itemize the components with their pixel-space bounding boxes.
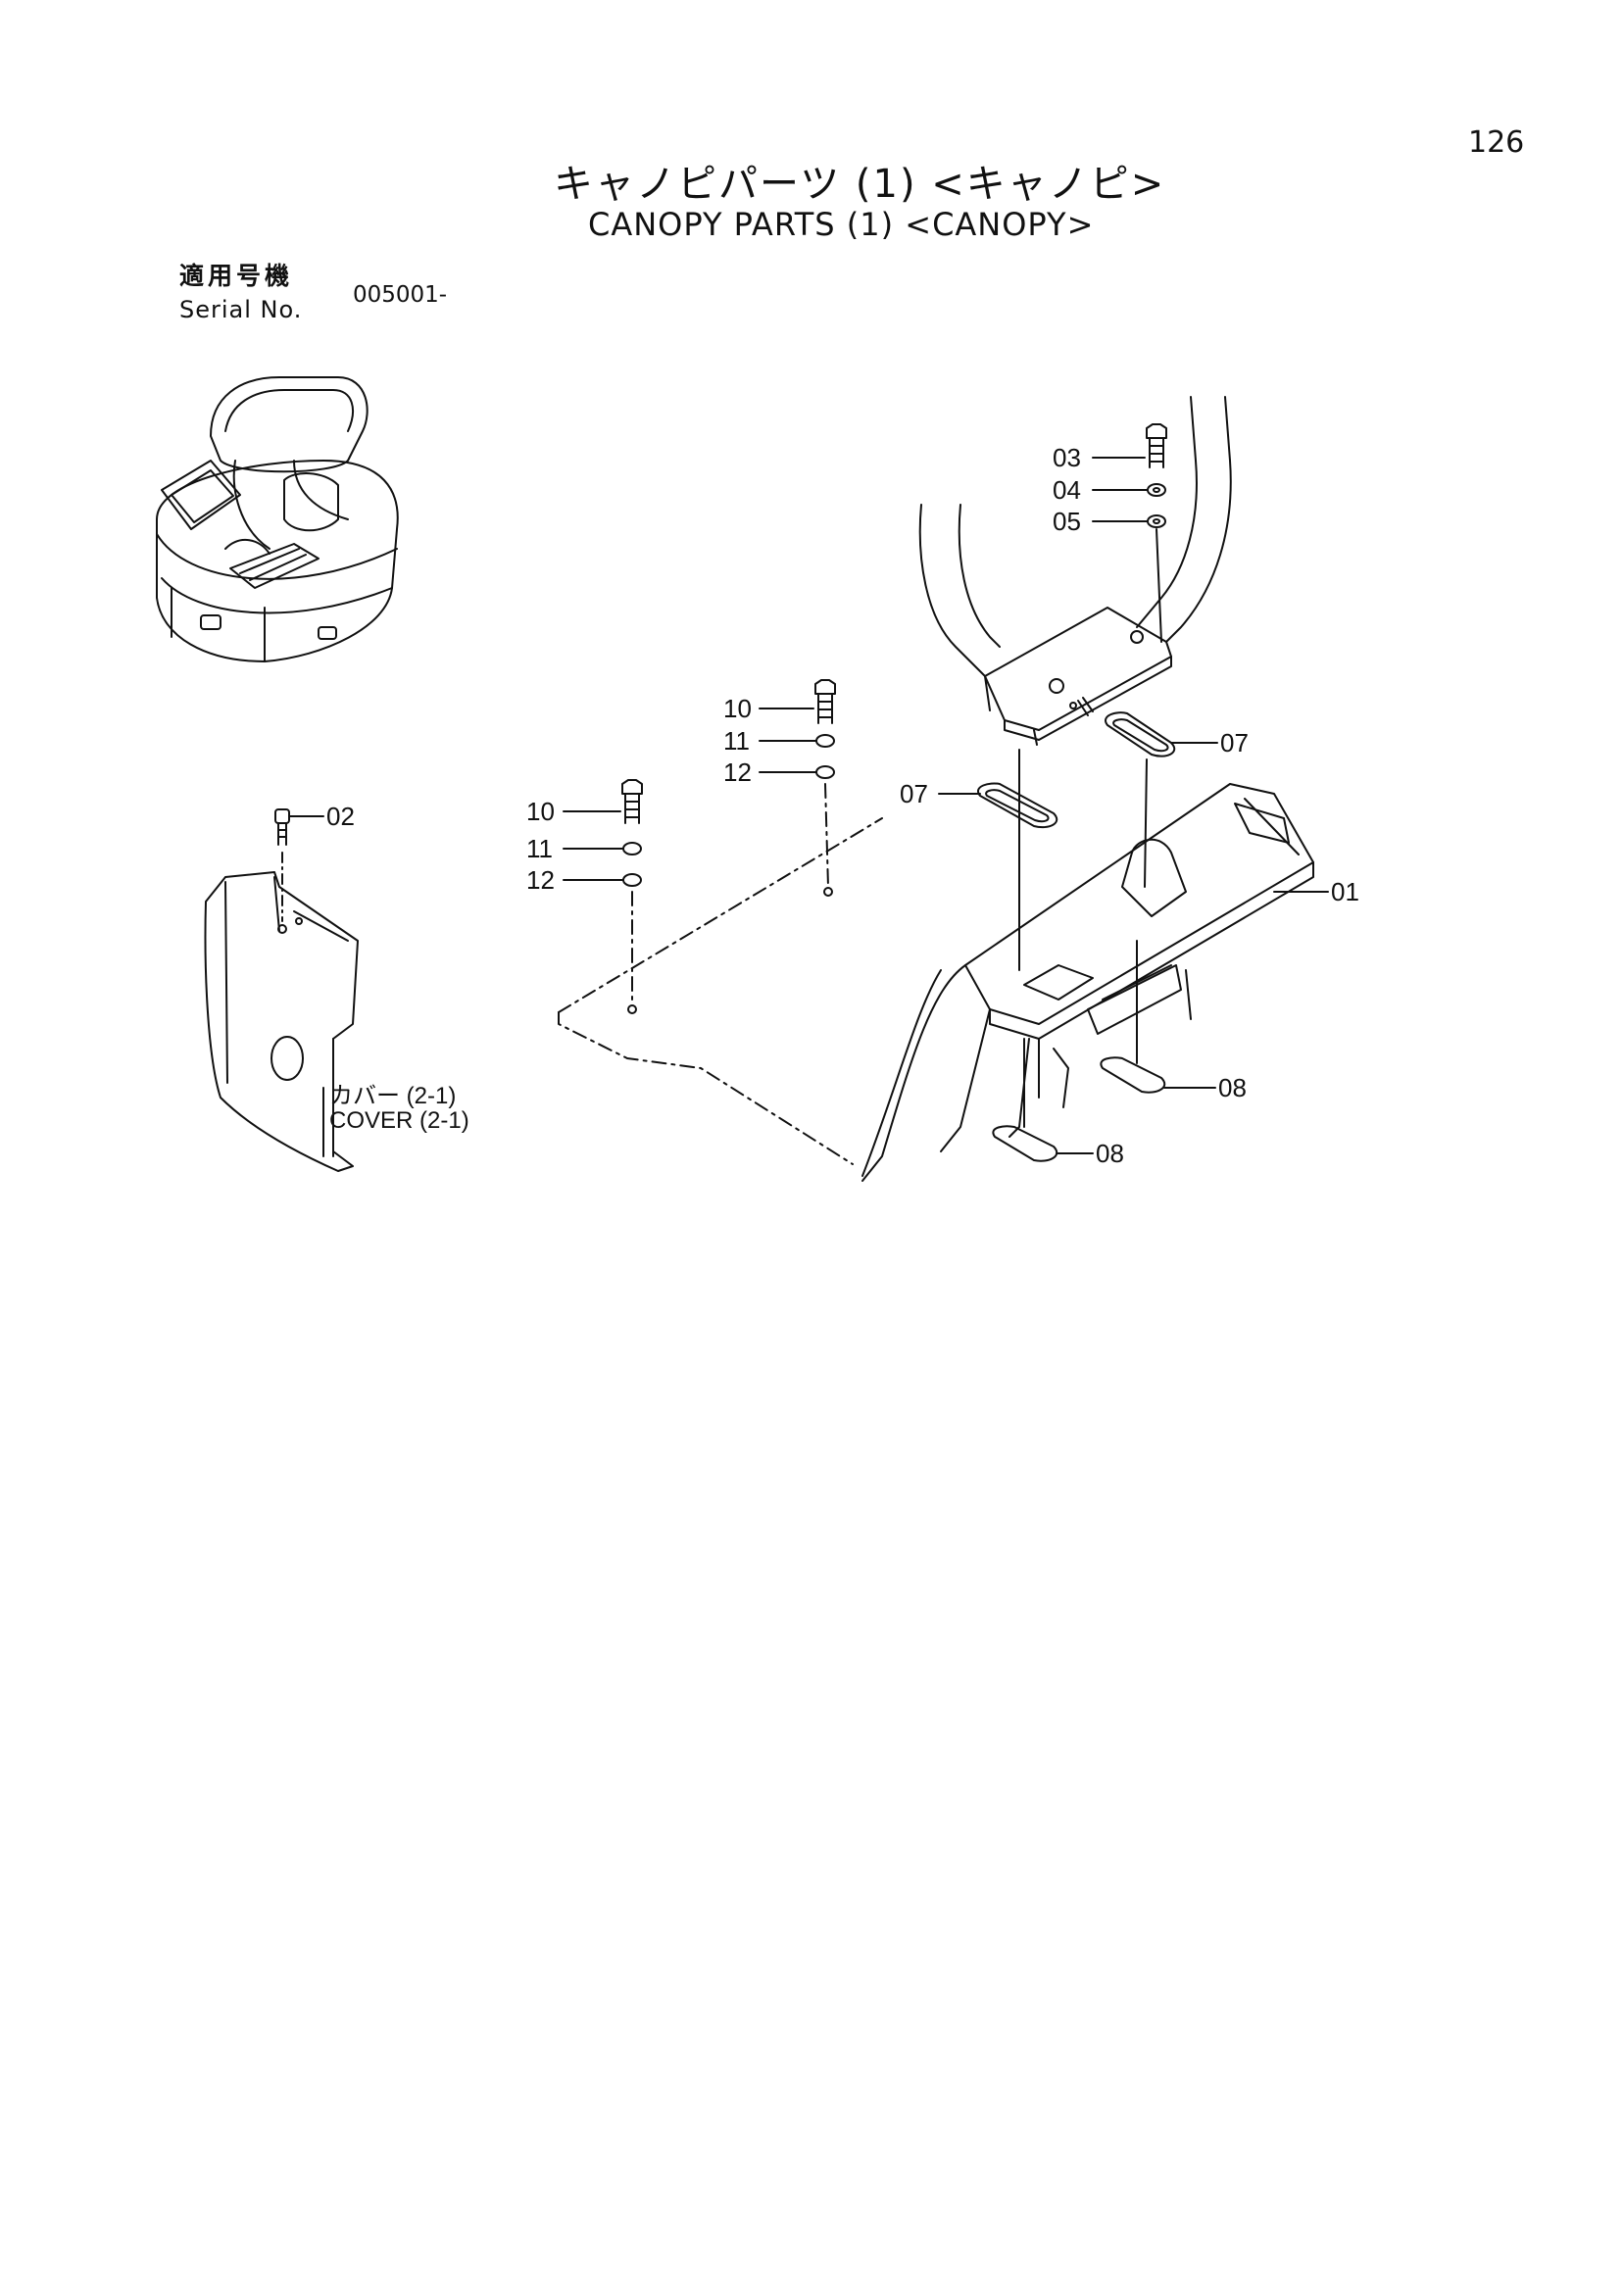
callout-07-upper: 07	[1220, 728, 1249, 757]
hole-upper-illustration	[823, 887, 833, 897]
page-title-jp: キャノピパーツ (1) <キャノピ>	[554, 162, 1166, 207]
callout-11-lower: 11	[526, 834, 553, 863]
callout-08-left: 08	[1096, 1139, 1124, 1168]
page-title-en: CANOPY PARTS (1) <CANOPY>	[588, 206, 1095, 243]
callout-05: 05	[1053, 507, 1081, 536]
callout-leader-lines	[322, 457, 1329, 1157]
gasket-axis-07-upper	[1144, 758, 1148, 888]
lock-washer-04-illustration	[1147, 483, 1166, 497]
callout-02: 02	[326, 802, 355, 831]
floor-plate-outline	[558, 817, 883, 1165]
bolt-03-illustration	[1146, 423, 1167, 468]
cover-ref-en: COVER (2-1)	[329, 1107, 469, 1134]
lock-washer-11-lower-illustration	[622, 842, 642, 855]
support-bracket-01-illustration	[861, 783, 1314, 1182]
fastener-axis-03	[1156, 528, 1162, 643]
callout-10-upper: 10	[723, 694, 752, 723]
gasket-08-left-illustration	[992, 1125, 1058, 1162]
callout-08-right: 08	[1218, 1073, 1247, 1102]
gasket-07-lower-illustration	[977, 782, 1058, 829]
callout-03: 03	[1053, 443, 1081, 472]
callout-11-upper: 11	[723, 726, 750, 756]
washer-12-lower-illustration	[622, 873, 642, 887]
canopy-frame-illustration	[918, 396, 1232, 746]
cover-ref-jp: カバー (2-1)	[329, 1083, 457, 1109]
serial-label-en: Serial No.	[179, 296, 303, 323]
gasket-08-right-illustration	[1100, 1056, 1166, 1094]
cover-panel-illustration	[204, 871, 359, 1172]
machine-overview-illustration	[156, 376, 399, 662]
callout-04: 04	[1053, 475, 1081, 505]
callout-01: 01	[1331, 877, 1359, 906]
gasket-07-upper-illustration	[1105, 711, 1176, 757]
callout-12-upper: 12	[723, 757, 752, 787]
callout-10-lower: 10	[526, 797, 555, 826]
fastener-axis-10-upper	[824, 783, 829, 888]
callout-12-lower: 12	[526, 865, 555, 895]
washer-12-upper-illustration	[815, 765, 835, 779]
bolt-10-lower-illustration	[621, 779, 643, 824]
lock-washer-11-upper-illustration	[815, 734, 835, 748]
serial-value: 005001-	[353, 282, 448, 308]
callout-07-lower: 07	[900, 779, 928, 808]
bolt-02-illustration	[274, 808, 324, 922]
bolt-10-upper-illustration	[814, 679, 836, 724]
serial-label-jp: 適用号機	[179, 262, 294, 290]
washer-05-illustration	[1147, 514, 1166, 528]
page-number: 126	[1468, 125, 1525, 160]
hole-lower-illustration	[627, 1004, 637, 1014]
